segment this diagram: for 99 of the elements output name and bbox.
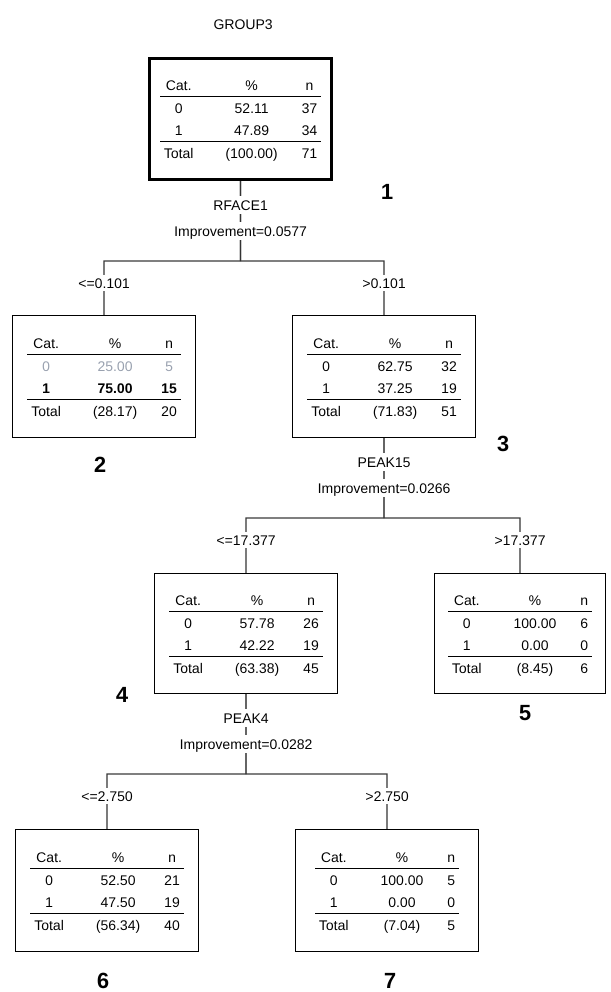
total-label: Total [169,656,223,678]
percent-value: 100.00 [379,870,424,890]
column-header: n [568,588,592,612]
node-number: 6 [96,969,110,992]
percent-value: 57.78 [238,614,276,632]
column-header: Cat. [160,74,214,97]
column-header: n [291,588,323,612]
total-label: Total [314,912,368,936]
percent-value: 0.00 [387,892,416,912]
percent-value: 37.25 [376,378,414,398]
category-label: 0 [41,356,51,376]
column-header: n [290,74,322,97]
category-label: 1 [174,121,184,140]
count-value: 0 [579,636,590,654]
count-value: 5 [435,912,460,936]
percent-value: 25.00 [96,356,134,376]
category-label: 1 [328,892,339,912]
percent-value: (63.38) [222,656,292,678]
percent-value: 47.89 [232,121,270,140]
column-header: Cat. [27,332,81,354]
column-header: n [435,846,460,868]
count-value: 51 [429,398,461,422]
total-label: Total [307,398,361,422]
count-value: 19 [163,892,181,912]
category-label: 0 [328,870,339,890]
percent-value: (28.17) [80,398,150,422]
node-number: 5 [518,701,532,725]
node-number: 7 [384,969,396,992]
category-label: 0 [174,99,184,118]
column-header: Cat. [314,846,368,868]
count-value: 19 [440,378,458,398]
count-value: 21 [163,870,181,890]
percent-value: 62.75 [376,356,414,376]
column-header: n [429,332,461,354]
count-value: 6 [579,614,590,632]
column-header: % [213,74,290,97]
node-box [154,573,338,694]
column-header: Cat. [169,588,223,612]
percent-value: 0.00 [520,636,550,654]
column-header: % [501,588,568,612]
percent-value: 52.50 [99,870,137,890]
count-value: 20 [149,398,181,422]
column-header: % [222,588,292,612]
column-header: Cat. [30,846,84,868]
node-number: 3 [496,432,510,456]
column-header: % [368,846,436,868]
total-label: Total [27,398,81,422]
node-box [12,315,196,438]
total-label: Total [448,656,502,678]
count-value: 32 [440,356,458,376]
column-header: n [149,332,181,354]
column-header: n [152,846,184,868]
total-label: Total [30,912,84,936]
node-number: 1 [380,180,394,204]
node-number: 2 [94,453,106,477]
column-header: % [84,846,152,868]
count-value: 71 [290,141,322,164]
count-value: 37 [300,99,318,118]
percent-value: 47.50 [99,892,137,912]
percent-value: 75.00 [96,378,134,398]
category-label: 0 [44,870,54,890]
category-label: 0 [183,614,193,632]
percent-value: (8.45) [501,656,568,678]
count-value: 26 [302,614,320,632]
count-value: 5 [446,870,456,890]
column-header: % [80,332,150,354]
node-box [295,829,479,952]
count-value: 15 [160,378,178,398]
count-value: 5 [164,356,174,376]
column-header: Cat. [307,332,361,354]
node-box [292,315,476,438]
node-box [148,57,333,181]
percent-value: (56.34) [84,912,152,936]
category-label: 1 [183,636,193,654]
percent-value: 100.00 [512,614,558,632]
category-label: 1 [44,892,54,912]
percent-value: (100.00) [213,141,290,164]
node-box [15,829,199,952]
count-value: 6 [568,656,592,678]
count-value: 0 [446,892,456,912]
node-number: 4 [116,683,128,707]
category-label: 1 [41,378,51,398]
count-value: 45 [291,656,323,678]
percent-value: 52.11 [234,99,270,118]
node-box [434,573,606,694]
percent-value: 42.22 [238,636,276,654]
column-header: Cat. [448,588,502,612]
count-value: 19 [302,636,320,654]
percent-value: (7.04) [368,912,436,936]
column-header: % [360,332,430,354]
total-label: Total [160,141,214,164]
count-value: 34 [300,121,318,140]
tree-title: GROUP3 [212,15,274,34]
percent-value: (71.83) [360,398,430,422]
category-label: 0 [462,614,472,632]
count-value: 40 [152,912,184,936]
category-label: 1 [462,636,472,654]
category-label: 1 [321,378,331,398]
category-label: 0 [321,356,331,376]
